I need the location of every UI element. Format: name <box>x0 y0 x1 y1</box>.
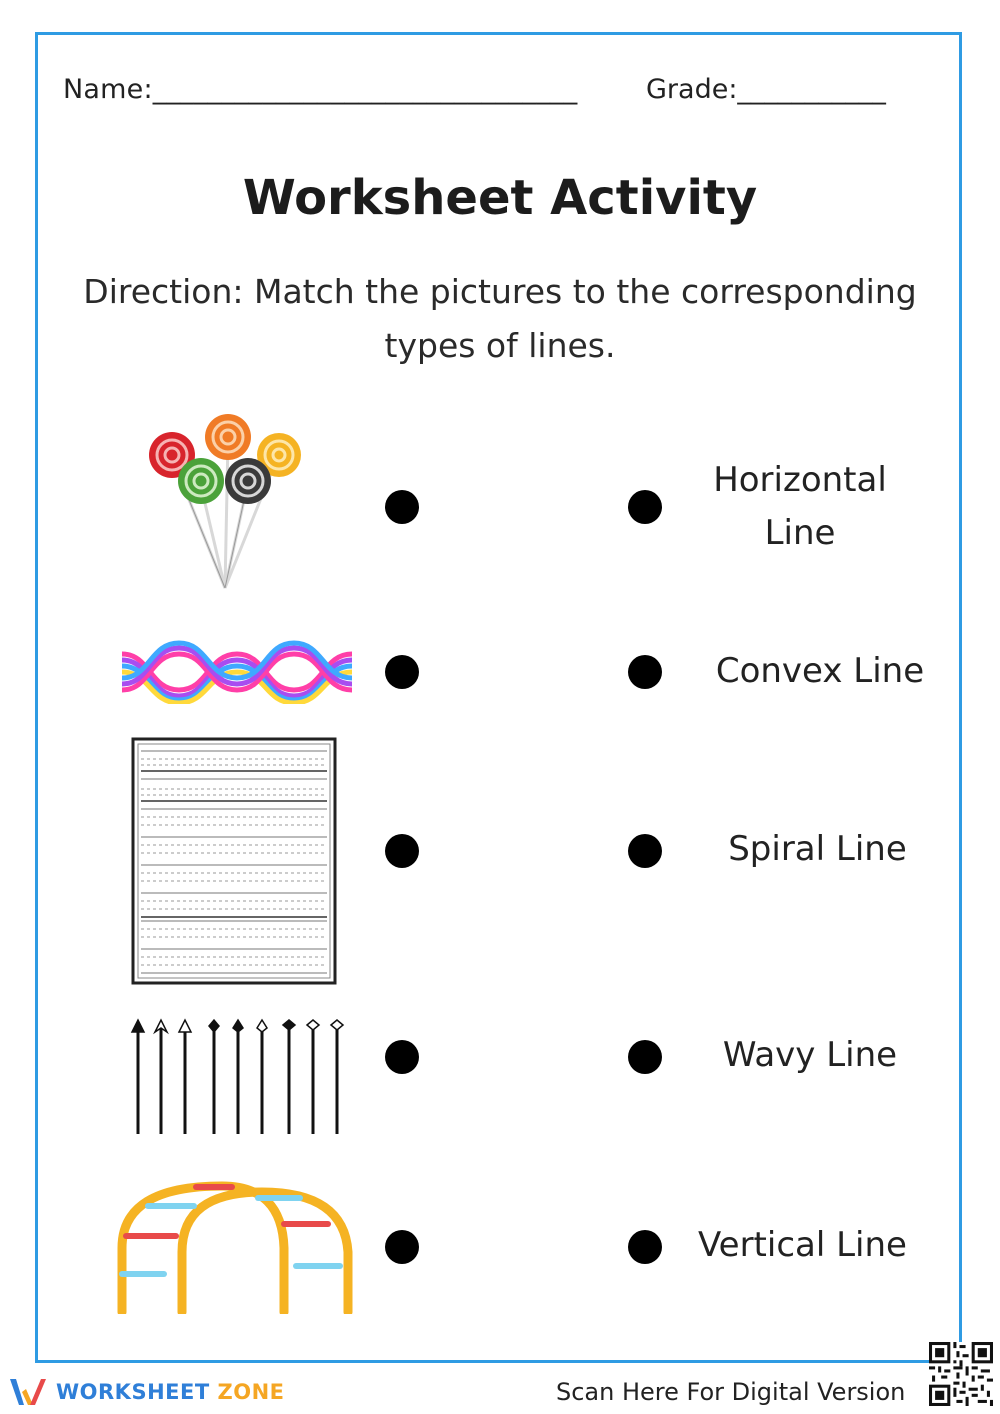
right-match-dot-5[interactable] <box>628 1230 662 1264</box>
worksheetzone-w-icon <box>10 1379 46 1405</box>
right-match-dot-3[interactable] <box>628 834 662 868</box>
answer-label-vertical: Vertical Line <box>698 1225 907 1265</box>
left-match-dot-3[interactable] <box>385 834 419 868</box>
left-match-dot-2[interactable] <box>385 655 419 689</box>
answer-label-convex: Convex Line <box>715 651 925 691</box>
scan-text: Scan Here For Digital Version <box>556 1378 906 1406</box>
left-match-dot-1[interactable] <box>385 490 419 524</box>
brand-accent: ZONE <box>217 1380 285 1404</box>
brand-main: WORKSHEET <box>56 1380 210 1404</box>
monkey-bars-arch-icon <box>117 1181 353 1314</box>
brand-name: WORKSHEET ZONE <box>56 1380 285 1404</box>
left-match-dot-5[interactable] <box>385 1230 419 1264</box>
right-match-dot-4[interactable] <box>628 1040 662 1074</box>
lined-paper-icon <box>131 737 337 985</box>
left-match-dot-4[interactable] <box>385 1040 419 1074</box>
qr-code-icon[interactable] <box>929 1342 993 1406</box>
answer-label-wavy: Wavy Line <box>722 1035 898 1075</box>
vertical-arrows-icon <box>130 1018 345 1134</box>
page-border <box>35 32 962 1363</box>
right-match-dot-1[interactable] <box>628 490 662 524</box>
grade-field[interactable]: Grade:___________ <box>646 74 886 105</box>
page-title: Worksheet Activity <box>242 170 758 226</box>
right-match-dot-2[interactable] <box>628 655 662 689</box>
worksheetzone-logo[interactable]: WORKSHEET ZONE <box>8 1374 285 1410</box>
wavy-ribbon-icon <box>122 640 352 704</box>
name-field[interactable]: Name:_______________________________ <box>63 74 578 105</box>
lollipops-icon <box>149 414 301 589</box>
answer-label-horizontal: Horizontal Line <box>713 460 887 553</box>
direction-text: Direction: Match the pictures to the cor… <box>83 272 917 365</box>
answer-label-spiral: Spiral Line <box>728 829 907 869</box>
